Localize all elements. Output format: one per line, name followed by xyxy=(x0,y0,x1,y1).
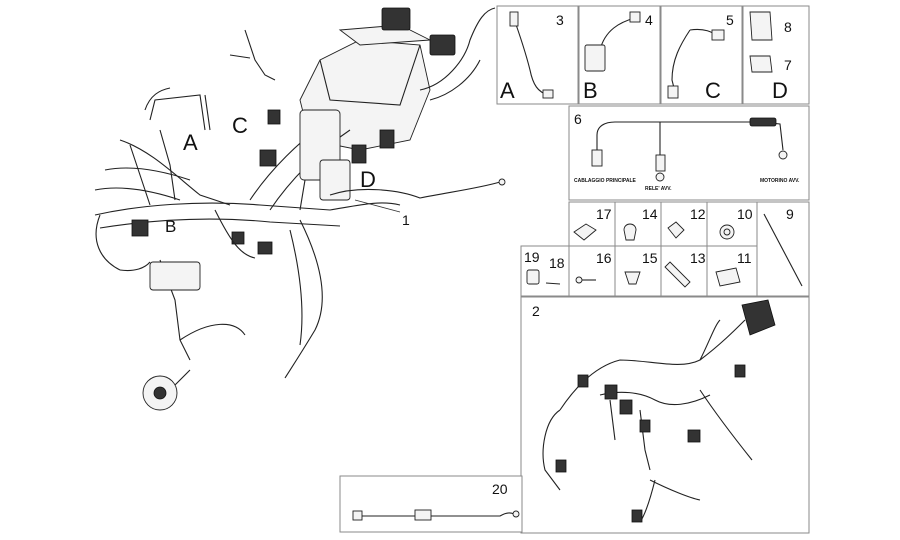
box-2: 2 xyxy=(520,296,810,534)
box-6-tag-starter-relay: RELE' AVV. xyxy=(645,186,672,192)
box-4-letter: B xyxy=(583,78,598,103)
part-17-number: 17 xyxy=(596,206,612,222)
part-15-number: 15 xyxy=(642,250,658,266)
part-15-plug-icon xyxy=(624,271,641,285)
part-11-number: 11 xyxy=(737,250,752,266)
small-parts-grid: 17 14 12 10 9 19 18 16 15 13 11 xyxy=(520,201,810,297)
box-6: 6 CABLAGGIO PRINCIPALE RELE' AVV. MOTORI… xyxy=(568,105,810,201)
letter-a-callout: A xyxy=(183,130,198,155)
part-19-number: 19 xyxy=(524,249,540,265)
part-10-number: 10 xyxy=(737,206,753,222)
letter-d-callout: D xyxy=(360,167,376,192)
part-14-number: 14 xyxy=(642,206,658,222)
part-9-cable-tie-icon xyxy=(763,213,803,287)
box-5: 5 C xyxy=(660,5,743,105)
box-5-letter: C xyxy=(705,78,721,103)
part-12-clip-icon xyxy=(667,221,685,239)
part-14-grommet-icon xyxy=(623,223,637,241)
part-13-number: 13 xyxy=(690,250,706,266)
part-9-number: 9 xyxy=(786,206,794,222)
box-8-number: 8 xyxy=(784,19,792,35)
part-18-number: 18 xyxy=(549,255,565,271)
part-16-number: 16 xyxy=(596,250,612,266)
box-6-number: 6 xyxy=(574,111,582,127)
main-harness-drawing xyxy=(94,7,506,411)
part-17-clip-icon xyxy=(573,223,597,241)
part-20-number: 20 xyxy=(492,481,508,497)
box-6-tag-main-harness: CABLAGGIO PRINCIPALE xyxy=(574,178,637,184)
letter-b-callout: B xyxy=(165,217,176,236)
part-11-clip-icon xyxy=(715,267,741,287)
part-12-number: 12 xyxy=(690,206,706,222)
box-20: 20 xyxy=(339,475,523,533)
box-4-number: 4 xyxy=(645,12,653,28)
part-18-screw-icon xyxy=(545,282,561,285)
part-2-number: 2 xyxy=(532,303,540,319)
box-3: 3 A xyxy=(496,5,579,105)
part-13-sleeve-icon xyxy=(664,261,691,288)
part-19-spacer-icon xyxy=(526,269,540,285)
box-8-7-letter: D xyxy=(772,78,788,103)
box-5-number: 5 xyxy=(726,12,734,28)
box-4: 4 B xyxy=(578,5,661,105)
box-3-letter: A xyxy=(500,78,515,103)
ground-cable-connector-icon xyxy=(352,510,363,521)
part-number-1: 1 xyxy=(402,212,410,228)
box-8-7: 8 7 D xyxy=(742,5,810,105)
box-3-number: 3 xyxy=(556,12,564,28)
letter-c-callout: C xyxy=(232,113,248,138)
box-6-tag-starter-motor: MOTORINO AVV. xyxy=(760,178,800,184)
relay-box-icon xyxy=(741,299,776,336)
box-7-number: 7 xyxy=(784,57,792,73)
